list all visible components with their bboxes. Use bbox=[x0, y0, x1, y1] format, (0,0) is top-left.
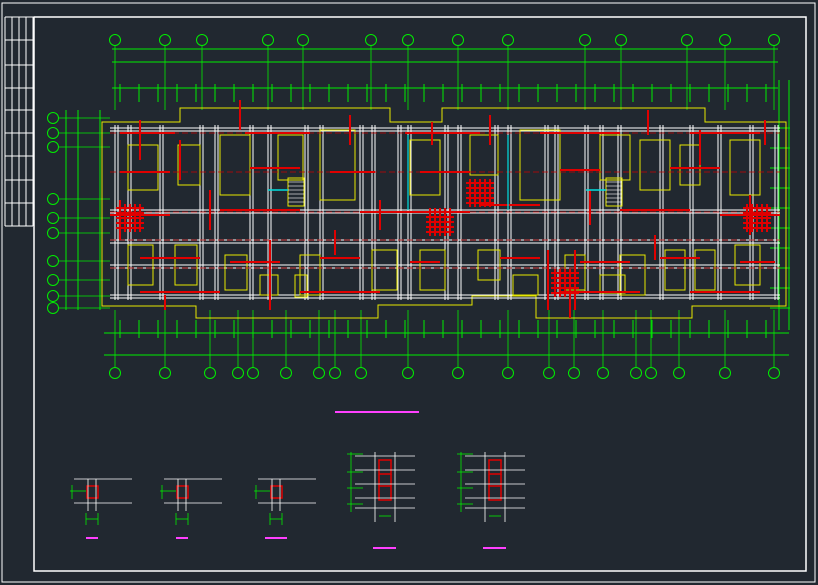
detail-section bbox=[488, 485, 502, 501]
axis-bubble bbox=[47, 112, 59, 124]
detail-section bbox=[488, 459, 502, 475]
stair-symbols bbox=[268, 135, 623, 210]
axis-bubble bbox=[47, 193, 59, 205]
axis-bubble bbox=[579, 34, 591, 46]
footing-rect bbox=[477, 249, 501, 281]
axis-bubbles-top bbox=[109, 34, 780, 46]
axis-bubble bbox=[204, 367, 216, 379]
axis-bubble bbox=[768, 34, 780, 46]
stair-block bbox=[605, 177, 623, 207]
axis-bubble bbox=[47, 255, 59, 267]
footing-rect bbox=[371, 249, 398, 291]
footing-rect bbox=[734, 244, 761, 286]
axis-bubble bbox=[452, 34, 464, 46]
axis-bubble bbox=[329, 367, 341, 379]
footing-rect bbox=[127, 144, 159, 191]
footing-rect bbox=[219, 134, 251, 196]
footing-rect bbox=[277, 134, 304, 181]
axis-bubble bbox=[109, 34, 121, 46]
section-details bbox=[70, 452, 525, 549]
axis-bubble bbox=[597, 367, 609, 379]
axis-bubble bbox=[673, 367, 685, 379]
footing-rect bbox=[127, 244, 154, 286]
axis-bubble bbox=[159, 34, 171, 46]
axis-bubble bbox=[47, 127, 59, 139]
stair-block bbox=[287, 177, 305, 207]
footing-rect bbox=[469, 134, 499, 176]
beams bbox=[110, 100, 780, 318]
axis-bubbles-bottom bbox=[109, 367, 780, 379]
axis-bubble bbox=[681, 34, 693, 46]
axis-bubble bbox=[159, 367, 171, 379]
footing-rect bbox=[599, 134, 631, 181]
axis-bubble bbox=[47, 141, 59, 153]
detail-section bbox=[176, 485, 189, 499]
axis-bubble bbox=[630, 367, 642, 379]
footing-rect bbox=[294, 274, 308, 298]
axis-bubble bbox=[719, 34, 731, 46]
axis-bubble bbox=[402, 34, 414, 46]
axis-bubble bbox=[502, 34, 514, 46]
detail-section bbox=[86, 485, 99, 499]
footing-rect bbox=[694, 249, 716, 291]
footing-rect bbox=[639, 139, 671, 191]
inner-drawing-frame bbox=[33, 16, 807, 572]
axis-bubble bbox=[196, 34, 208, 46]
axis-bubble bbox=[47, 302, 59, 314]
axis-bubble bbox=[47, 290, 59, 302]
axis-bubble bbox=[568, 367, 580, 379]
axis-bubble bbox=[543, 367, 555, 379]
footing-rect bbox=[224, 254, 248, 291]
axis-bubble bbox=[719, 367, 731, 379]
footing-rect bbox=[409, 139, 441, 196]
footing-rect bbox=[519, 129, 561, 201]
footing-rect bbox=[512, 274, 539, 296]
axis-bubble bbox=[47, 227, 59, 239]
axis-bubble bbox=[47, 274, 59, 286]
detail-section bbox=[270, 485, 283, 499]
axis-bubble bbox=[402, 367, 414, 379]
axis-bubble bbox=[452, 367, 464, 379]
building-outline bbox=[101, 107, 787, 319]
axis-bubble bbox=[247, 367, 259, 379]
axis-bubble bbox=[280, 367, 292, 379]
building-outline-poly bbox=[101, 107, 787, 319]
axis-bubble bbox=[297, 34, 309, 46]
axis-bubble bbox=[355, 367, 367, 379]
axis-bubble bbox=[47, 212, 59, 224]
axis-bubble bbox=[262, 34, 274, 46]
axis-bubble bbox=[615, 34, 627, 46]
axis-bubble bbox=[109, 367, 121, 379]
axis-bubble bbox=[768, 367, 780, 379]
footing-rect bbox=[174, 244, 198, 286]
axis-bubble bbox=[645, 367, 657, 379]
binding-margin-table bbox=[4, 16, 34, 227]
axis-bubble bbox=[313, 367, 325, 379]
axis-bubble bbox=[365, 34, 377, 46]
footing-rect bbox=[319, 129, 356, 201]
footing-rect bbox=[664, 249, 686, 291]
detail-section bbox=[378, 459, 392, 475]
axis-bubble bbox=[232, 367, 244, 379]
detail-section bbox=[378, 485, 392, 501]
footing-rect bbox=[729, 139, 761, 196]
footing-rect bbox=[419, 249, 446, 291]
axis-bubble bbox=[502, 367, 514, 379]
axis-bubbles-left bbox=[47, 112, 59, 314]
footing-rect bbox=[177, 144, 201, 186]
